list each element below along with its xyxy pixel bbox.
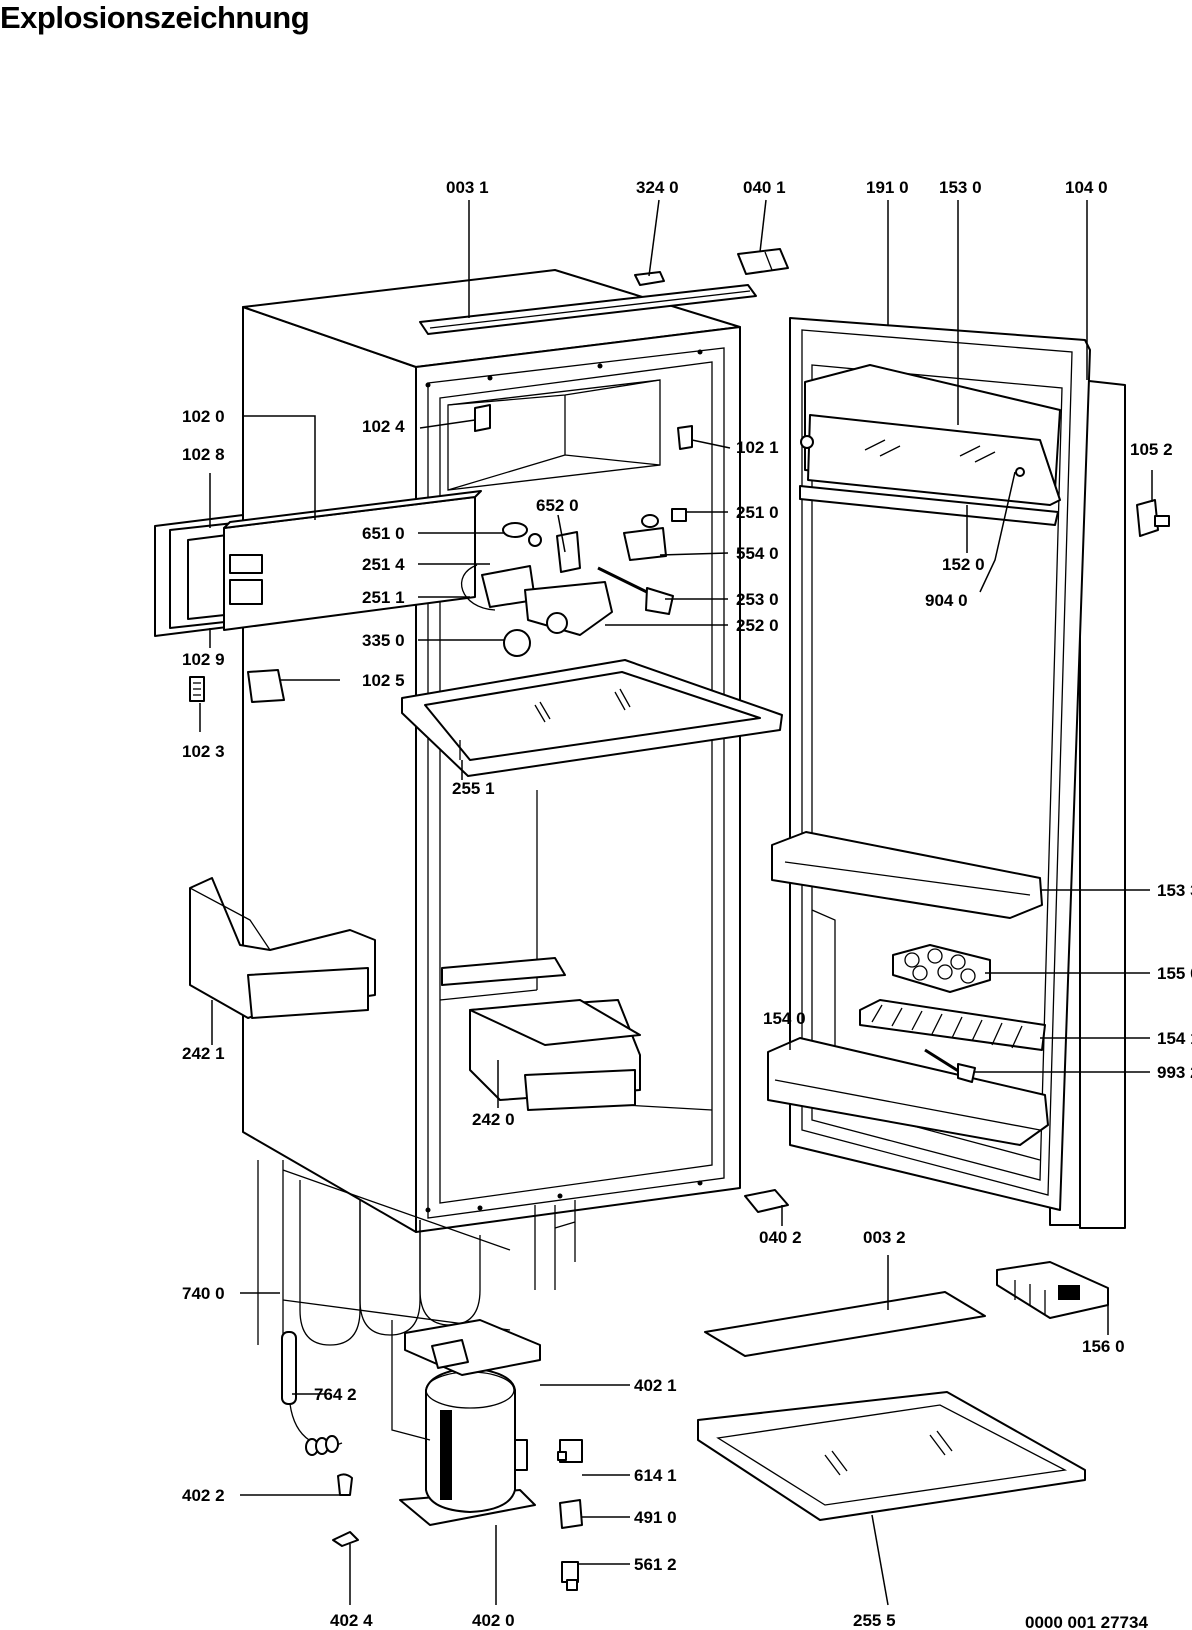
label-6510: 651 0 bbox=[362, 524, 405, 543]
label-4024: 402 4 bbox=[330, 1611, 373, 1630]
door-assembly bbox=[767, 317, 1170, 1229]
label-2511: 251 1 bbox=[362, 588, 405, 607]
bottle-guard bbox=[859, 999, 1046, 1051]
label-1533: 153 3 bbox=[1157, 881, 1192, 900]
drawer-left bbox=[189, 877, 376, 1019]
label-3350: 335 0 bbox=[362, 631, 405, 650]
plinth-strip bbox=[704, 1291, 986, 1357]
condenser bbox=[257, 1160, 576, 1346]
label-9932: 993 2 bbox=[1157, 1063, 1192, 1082]
label-4022: 402 2 bbox=[182, 1486, 225, 1505]
lower-hinge bbox=[744, 1189, 789, 1213]
label-5612: 561 2 bbox=[634, 1555, 677, 1574]
switch-clip bbox=[189, 676, 205, 702]
label-2530: 253 0 bbox=[736, 590, 779, 609]
label-4910: 491 0 bbox=[634, 1508, 677, 1527]
label-1541: 154 1 bbox=[1157, 1029, 1192, 1048]
label-1028: 102 8 bbox=[182, 445, 225, 464]
label-0031: 003 1 bbox=[446, 178, 489, 197]
label-2510: 251 0 bbox=[736, 503, 779, 522]
light-switch bbox=[247, 669, 285, 703]
label-5540: 554 0 bbox=[736, 544, 779, 563]
label-2514: 251 4 bbox=[362, 555, 405, 574]
egg-tray bbox=[892, 944, 991, 993]
label-0402: 040 2 bbox=[759, 1228, 802, 1247]
label-9040: 904 0 bbox=[925, 591, 968, 610]
label-3240: 324 0 bbox=[636, 178, 679, 197]
overload-protector bbox=[559, 1499, 583, 1529]
grommet bbox=[337, 1473, 353, 1496]
label-1540: 154 0 bbox=[763, 1009, 806, 1028]
label-1025: 102 5 bbox=[362, 671, 405, 690]
label-1530: 153 0 bbox=[939, 178, 982, 197]
compressor bbox=[391, 1320, 536, 1526]
label-1520: 152 0 bbox=[942, 555, 985, 574]
label-0401: 040 1 bbox=[743, 178, 786, 197]
label-2421: 242 1 bbox=[182, 1044, 225, 1063]
starter-device bbox=[561, 1561, 579, 1591]
label-1910: 191 0 bbox=[866, 178, 909, 197]
label-1560: 156 0 bbox=[1082, 1337, 1125, 1356]
clip-part bbox=[634, 271, 665, 286]
upper-hinge bbox=[737, 248, 789, 275]
label-1024: 102 4 bbox=[362, 417, 405, 436]
glass-shelf-upper bbox=[401, 659, 783, 777]
label-2555: 255 5 bbox=[853, 1611, 896, 1630]
label-1021: 102 1 bbox=[736, 438, 779, 457]
part-labels: 003 1 324 0 040 1 191 0 153 0 104 0 102 … bbox=[182, 178, 1192, 1630]
top-rail bbox=[419, 284, 757, 335]
label-7400: 740 0 bbox=[182, 1284, 225, 1303]
ice-cube-tray bbox=[996, 1261, 1109, 1319]
lamp-cover-left bbox=[474, 404, 491, 432]
drawer-right bbox=[441, 957, 641, 1111]
dryer-filter bbox=[281, 1331, 343, 1456]
label-7642: 764 2 bbox=[314, 1385, 357, 1404]
control-panel bbox=[154, 490, 482, 637]
document-number: 0000 001 27734 bbox=[1025, 1613, 1148, 1630]
door-hinge bbox=[1136, 499, 1170, 537]
label-4021: 402 1 bbox=[634, 1376, 677, 1395]
label-1020: 102 0 bbox=[182, 407, 225, 426]
label-1040: 104 0 bbox=[1065, 178, 1108, 197]
label-4020: 402 0 bbox=[472, 1611, 515, 1630]
label-2551: 255 1 bbox=[452, 779, 495, 798]
lamp-cover-right bbox=[677, 425, 693, 450]
label-6141: 614 1 bbox=[634, 1466, 677, 1485]
compressor-bracket bbox=[404, 1319, 541, 1376]
label-1052: 105 2 bbox=[1130, 440, 1173, 459]
page-title: Explosionszeichnung bbox=[0, 0, 310, 35]
relay bbox=[557, 1439, 583, 1463]
glass-shelf-lower bbox=[697, 1391, 1086, 1521]
label-1023: 102 3 bbox=[182, 742, 225, 761]
clamp bbox=[332, 1531, 359, 1547]
label-6520: 652 0 bbox=[536, 496, 579, 515]
label-0032: 003 2 bbox=[863, 1228, 906, 1247]
leader-lines bbox=[199, 199, 1153, 1606]
label-2520: 252 0 bbox=[736, 616, 779, 635]
label-1029: 102 9 bbox=[182, 650, 225, 669]
label-1550: 155 0 bbox=[1157, 964, 1192, 983]
label-2420: 242 0 bbox=[472, 1110, 515, 1129]
